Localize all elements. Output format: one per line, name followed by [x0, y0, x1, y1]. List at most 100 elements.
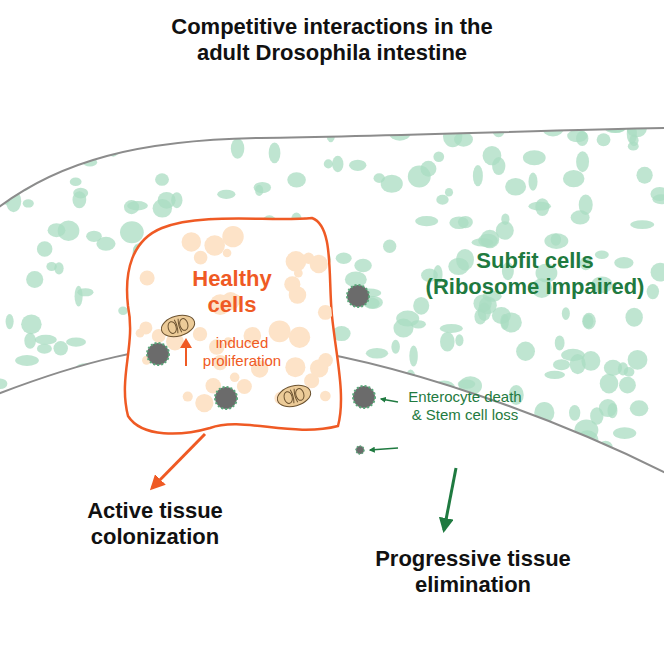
healthy-cell	[222, 226, 243, 247]
subfit-cell	[486, 449, 503, 466]
subfit-cell	[124, 200, 139, 214]
subfit-cell	[436, 195, 448, 205]
subfit-cell	[48, 223, 66, 237]
subfit-cell	[393, 319, 413, 338]
subfit-cell	[326, 121, 336, 142]
healthy-clone: Healthy cellsinduced proliferation	[122, 216, 348, 440]
subfit-cell	[582, 313, 596, 330]
subfit-cell	[257, 443, 278, 451]
subfit-cell	[433, 448, 449, 458]
subfit-cell	[37, 344, 52, 354]
healthy-cell	[286, 251, 307, 272]
subfit-cell	[458, 216, 473, 228]
subfit-cell	[95, 132, 111, 145]
subfit-cell	[480, 230, 499, 249]
subfit-cell	[96, 237, 115, 251]
subfit-cell	[415, 216, 438, 226]
subfit-cell	[440, 324, 463, 333]
healthy-cell	[284, 276, 300, 292]
region-heading: Subfit cells (Ribosome impaired)	[420, 248, 650, 301]
subfit-cell	[561, 349, 585, 361]
subfit-cell	[523, 426, 533, 445]
subfit-cell	[445, 188, 453, 197]
subfit-cell	[544, 233, 568, 249]
subfit-cell	[77, 144, 86, 159]
subfit-cell	[352, 419, 375, 440]
subfit-cell	[618, 362, 628, 375]
subfit-cell	[75, 441, 94, 459]
subfit-cell	[389, 124, 411, 141]
subfit-cell	[501, 312, 522, 332]
healthy-cell	[289, 327, 310, 348]
dividing-cell	[275, 382, 313, 410]
subfit-cell	[349, 160, 366, 171]
subfit-cell	[287, 172, 306, 187]
subfit-cell	[6, 314, 14, 329]
subfit-cell	[391, 340, 400, 354]
subfit-cell	[266, 456, 287, 477]
subfit-cell	[374, 402, 392, 422]
subfit-cell	[354, 259, 371, 273]
subfit-cell	[15, 355, 39, 366]
subfit-cell	[118, 307, 128, 315]
subfit-cell	[42, 115, 60, 126]
subfit-cell	[448, 459, 470, 478]
annotation: Enterocyte death & Stem cell loss	[404, 388, 526, 424]
subfit-cell	[49, 144, 64, 165]
dying-cell	[215, 387, 237, 409]
subfit-cell	[440, 332, 455, 352]
subfit-cell	[129, 124, 139, 139]
subfit-cell	[396, 456, 407, 466]
elimination-arrow	[444, 468, 456, 530]
healthy-cell	[285, 357, 305, 377]
subfit-cell	[32, 128, 41, 145]
subfit-cell	[583, 314, 594, 328]
subfit-cell	[355, 430, 377, 444]
subfit-cell	[48, 150, 68, 168]
subfit-cell	[590, 407, 603, 425]
subfit-cell	[627, 124, 637, 144]
healthy-cell	[320, 391, 331, 402]
subfit-cell	[332, 156, 343, 172]
healthy-cell	[318, 305, 333, 320]
subfit-cell	[366, 348, 388, 359]
subfit-cell	[563, 170, 585, 187]
subfit-cell	[472, 441, 494, 452]
subfit-cell	[419, 442, 427, 463]
subfit-cell	[576, 151, 589, 172]
subfit-cell	[383, 239, 396, 252]
subfit-cell	[630, 400, 649, 416]
subfit-cell	[523, 150, 546, 165]
subfit-cell	[217, 190, 235, 199]
subfit-cell	[455, 334, 463, 346]
subfit-cell	[231, 138, 244, 158]
subfit-cell	[381, 175, 403, 193]
subfit-cell	[72, 191, 86, 208]
healthy-cell	[204, 235, 225, 256]
healthy-cell	[194, 251, 208, 265]
subfit-cell	[37, 241, 53, 256]
subfit-cell	[269, 142, 281, 163]
subfit-cell	[70, 177, 82, 186]
subfit-cell	[443, 126, 462, 148]
subfit-cell-dots	[0, 115, 664, 483]
pointer-arrow	[370, 448, 398, 450]
subfit-cell	[324, 159, 333, 168]
subfit-cell	[651, 263, 664, 282]
subfit-cell	[411, 320, 426, 328]
clone-border	[125, 218, 341, 434]
subfit-cell	[544, 371, 565, 379]
healthy-cell	[318, 353, 332, 367]
subfit-cell	[406, 118, 427, 134]
subfit-cell	[613, 427, 636, 439]
subfit-cell	[30, 383, 44, 401]
subfit-cell	[79, 129, 87, 149]
subfit-cell	[380, 458, 393, 466]
subfit-cell	[636, 167, 652, 184]
subfit-cell	[21, 314, 41, 334]
subfit-cell	[14, 417, 24, 428]
healthy-cell	[230, 373, 240, 383]
subfit-cell	[576, 131, 588, 146]
outcome-label: Progressive tissue elimination	[348, 546, 598, 599]
subfit-cell	[502, 458, 521, 474]
